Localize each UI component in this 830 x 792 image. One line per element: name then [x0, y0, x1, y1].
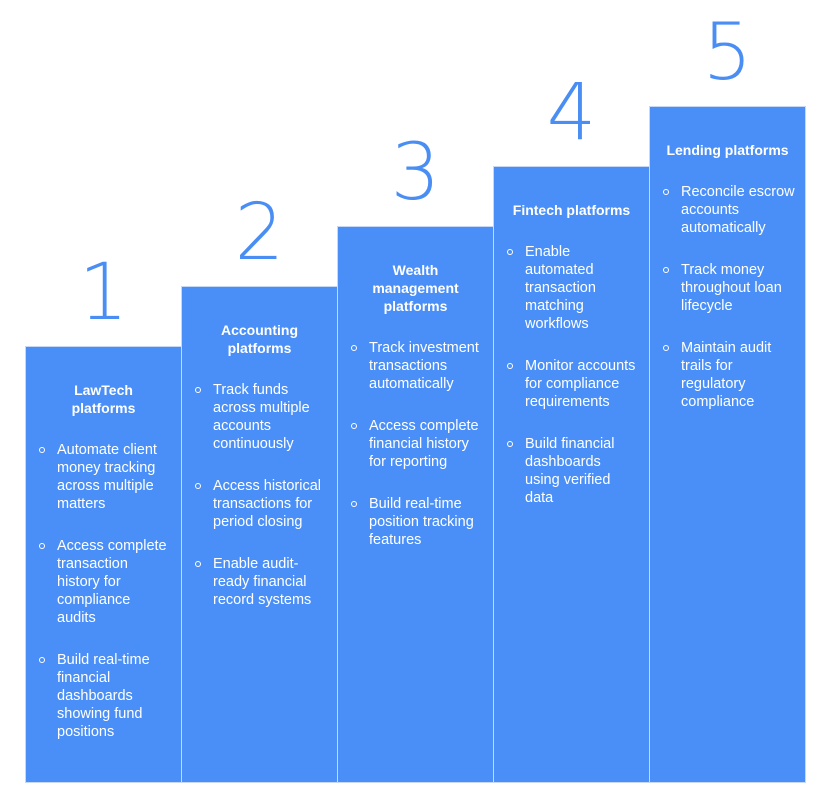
step-title-4: Fintech platforms	[512, 202, 631, 218]
step-column-1: LawTech platforms Automate client money …	[25, 346, 182, 783]
bullet-text: Access complete transaction history for …	[57, 538, 167, 626]
list-item: Track funds across multiple accounts con…	[182, 381, 337, 453]
circle-bullet-icon	[195, 561, 201, 567]
bullet-text: Access complete financial history for re…	[369, 418, 479, 470]
bullet-text: Track money throughout loan lifecycle	[681, 262, 782, 314]
bullet-text: Build real-time financial dashboards sho…	[57, 652, 150, 740]
list-item: Maintain audit trails for regulatory com…	[650, 339, 805, 411]
circle-bullet-icon	[351, 345, 357, 351]
step-title-5: Lending platforms	[666, 142, 789, 158]
circle-bullet-icon	[351, 423, 357, 429]
circle-bullet-icon	[39, 447, 45, 453]
step-bullet-list-1: Automate client money tracking across mu…	[26, 441, 181, 741]
step-bullet-list-3: Track investment transactions automatica…	[338, 339, 493, 549]
circle-bullet-icon	[39, 543, 45, 549]
list-item: Build financial dashboards using verifie…	[494, 435, 649, 507]
step-title-2: Accounting platforms	[221, 322, 298, 356]
circle-bullet-icon	[663, 189, 669, 195]
step-number-5: 5	[702, 8, 753, 98]
step-title-1: LawTech platforms	[71, 382, 136, 416]
step-column-4: Fintech platforms Enable automated trans…	[493, 166, 650, 783]
bullet-text: Track investment transactions automatica…	[369, 340, 479, 392]
bullet-text: Monitor accounts for compliance requirem…	[525, 358, 636, 410]
list-item: Access complete transaction history for …	[26, 537, 181, 627]
step-title-3: Wealth management platforms	[372, 262, 459, 314]
list-item: Track money throughout loan lifecycle	[650, 261, 805, 315]
circle-bullet-icon	[507, 363, 513, 369]
step-number-4: 4	[546, 68, 597, 158]
step-column-3: Wealth management platforms Track invest…	[337, 226, 494, 783]
bullet-text: Maintain audit trails for regulatory com…	[681, 340, 772, 410]
bullet-text: Enable audit-ready financial record syst…	[213, 556, 312, 608]
step-column-5: Lending platforms Reconcile escrow accou…	[649, 106, 806, 783]
circle-bullet-icon	[195, 387, 201, 393]
list-item: Build real-time financial dashboards sho…	[26, 651, 181, 741]
list-item: Automate client money tracking across mu…	[26, 441, 181, 513]
step-number-2: 2	[234, 188, 285, 278]
step-bullet-list-2: Track funds across multiple accounts con…	[182, 381, 337, 609]
step-bullet-list-4: Enable automated transaction matching wo…	[494, 243, 649, 507]
circle-bullet-icon	[507, 441, 513, 447]
step-number-1: 1	[78, 248, 129, 338]
circle-bullet-icon	[351, 501, 357, 507]
circle-bullet-icon	[195, 483, 201, 489]
list-item: Track investment transactions automatica…	[338, 339, 493, 393]
list-item: Enable audit-ready financial record syst…	[182, 555, 337, 609]
circle-bullet-icon	[507, 249, 513, 255]
bullet-text: Track funds across multiple accounts con…	[213, 382, 310, 452]
circle-bullet-icon	[663, 267, 669, 273]
list-item: Reconcile escrow accounts automatically	[650, 183, 805, 237]
circle-bullet-icon	[663, 345, 669, 351]
list-item: Enable automated transaction matching wo…	[494, 243, 649, 333]
bullet-text: Automate client money tracking across mu…	[57, 442, 157, 512]
bullet-text: Build financial dashboards using verifie…	[525, 436, 615, 506]
step-number-3: 3	[390, 128, 441, 218]
list-item: Build real-time position tracking featur…	[338, 495, 493, 549]
bullet-text: Access historical transactions for perio…	[213, 478, 321, 530]
bullet-text: Reconcile escrow accounts automatically	[681, 184, 795, 236]
list-item: Access historical transactions for perio…	[182, 477, 337, 531]
step-column-2: Accounting platforms Track funds across …	[181, 286, 338, 783]
step-bullet-list-5: Reconcile escrow accounts automatically …	[650, 183, 805, 411]
list-item: Monitor accounts for compliance requirem…	[494, 357, 649, 411]
list-item: Access complete financial history for re…	[338, 417, 493, 471]
bullet-text: Enable automated transaction matching wo…	[525, 244, 596, 332]
circle-bullet-icon	[39, 657, 45, 663]
bullet-text: Build real-time position tracking featur…	[369, 496, 474, 548]
